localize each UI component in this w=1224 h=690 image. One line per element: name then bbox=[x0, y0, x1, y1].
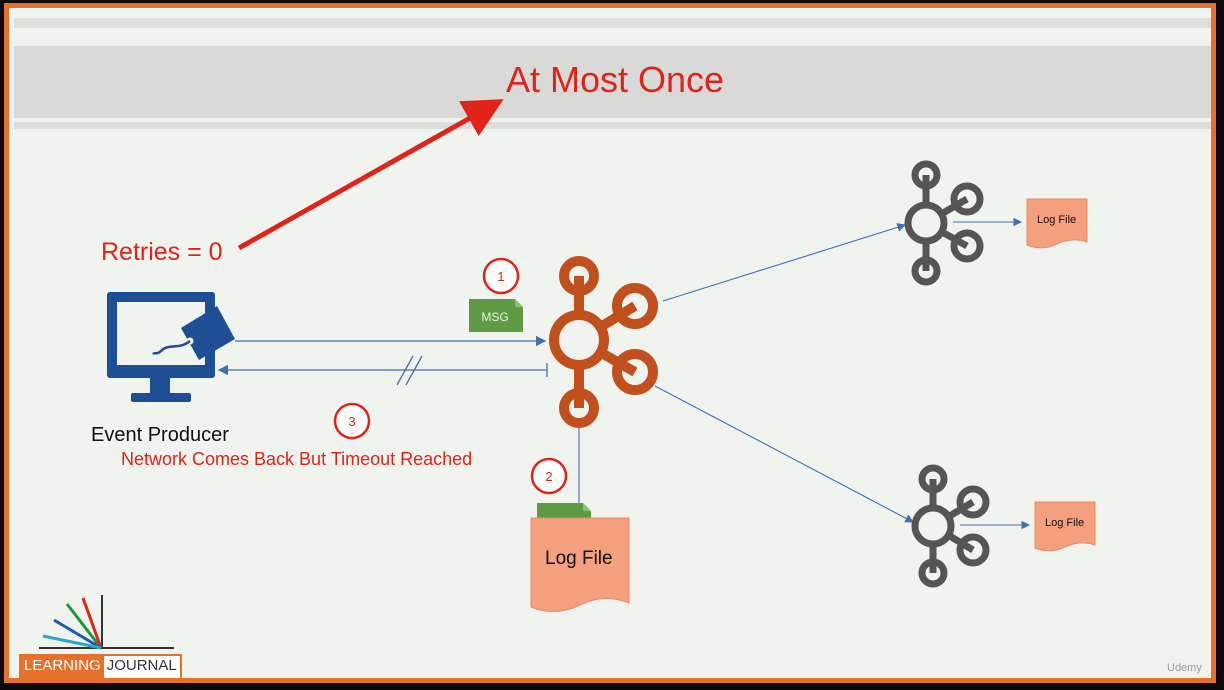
kafka-follower-top-icon bbox=[904, 160, 984, 286]
header-band-top bbox=[14, 18, 1211, 28]
step-3-number: 3 bbox=[348, 414, 355, 429]
step-2-badge: 2 bbox=[530, 457, 568, 495]
kafka-follower-bottom-icon bbox=[911, 464, 990, 588]
network-status-label: Network Comes Back But Timeout Reached bbox=[121, 449, 473, 469]
logo-part-journal: JOURNAL bbox=[103, 656, 180, 678]
learning-journal-logo: LEARNING JOURNAL bbox=[19, 654, 182, 678]
log-file-bottom-label: Log File bbox=[1045, 517, 1085, 529]
broken-link-icon bbox=[396, 355, 423, 386]
slide: At Most Once bbox=[4, 3, 1216, 683]
msg-icon: MSG bbox=[469, 299, 523, 332]
retries-label: Retries = 0 bbox=[101, 238, 223, 266]
log-file-top-icon bbox=[1026, 198, 1088, 249]
tag-icon bbox=[152, 306, 235, 360]
retries-arrow bbox=[237, 99, 504, 251]
msg-label: MSG bbox=[481, 310, 508, 324]
log-file-bottom-icon bbox=[1034, 501, 1096, 552]
log-file-top-label: Log File bbox=[1037, 214, 1077, 226]
header-band-bottom bbox=[14, 122, 1211, 129]
log-file-main-label: Log File bbox=[545, 548, 613, 569]
step-1-badge: 1 bbox=[482, 257, 520, 295]
header-band bbox=[14, 46, 1211, 118]
step-2-number: 2 bbox=[545, 469, 552, 484]
step-3-badge: 3 bbox=[333, 402, 371, 440]
replica-line-bottom bbox=[654, 385, 914, 523]
log-file-main-icon bbox=[530, 517, 630, 612]
diagram: 1 2 3 MSG bbox=[39, 99, 1096, 650]
replica-line-top bbox=[662, 223, 907, 302]
learning-journal-logo-icon bbox=[39, 595, 174, 650]
monitor-icon bbox=[107, 292, 215, 402]
udemy-watermark: Udemy bbox=[1167, 662, 1202, 674]
logo-part-learning: LEARNING bbox=[21, 656, 104, 678]
step-1-number: 1 bbox=[497, 269, 504, 284]
event-producer-label: Event Producer bbox=[91, 424, 229, 446]
slide-title: At Most Once bbox=[505, 59, 725, 100]
kafka-broker-icon bbox=[549, 256, 658, 428]
